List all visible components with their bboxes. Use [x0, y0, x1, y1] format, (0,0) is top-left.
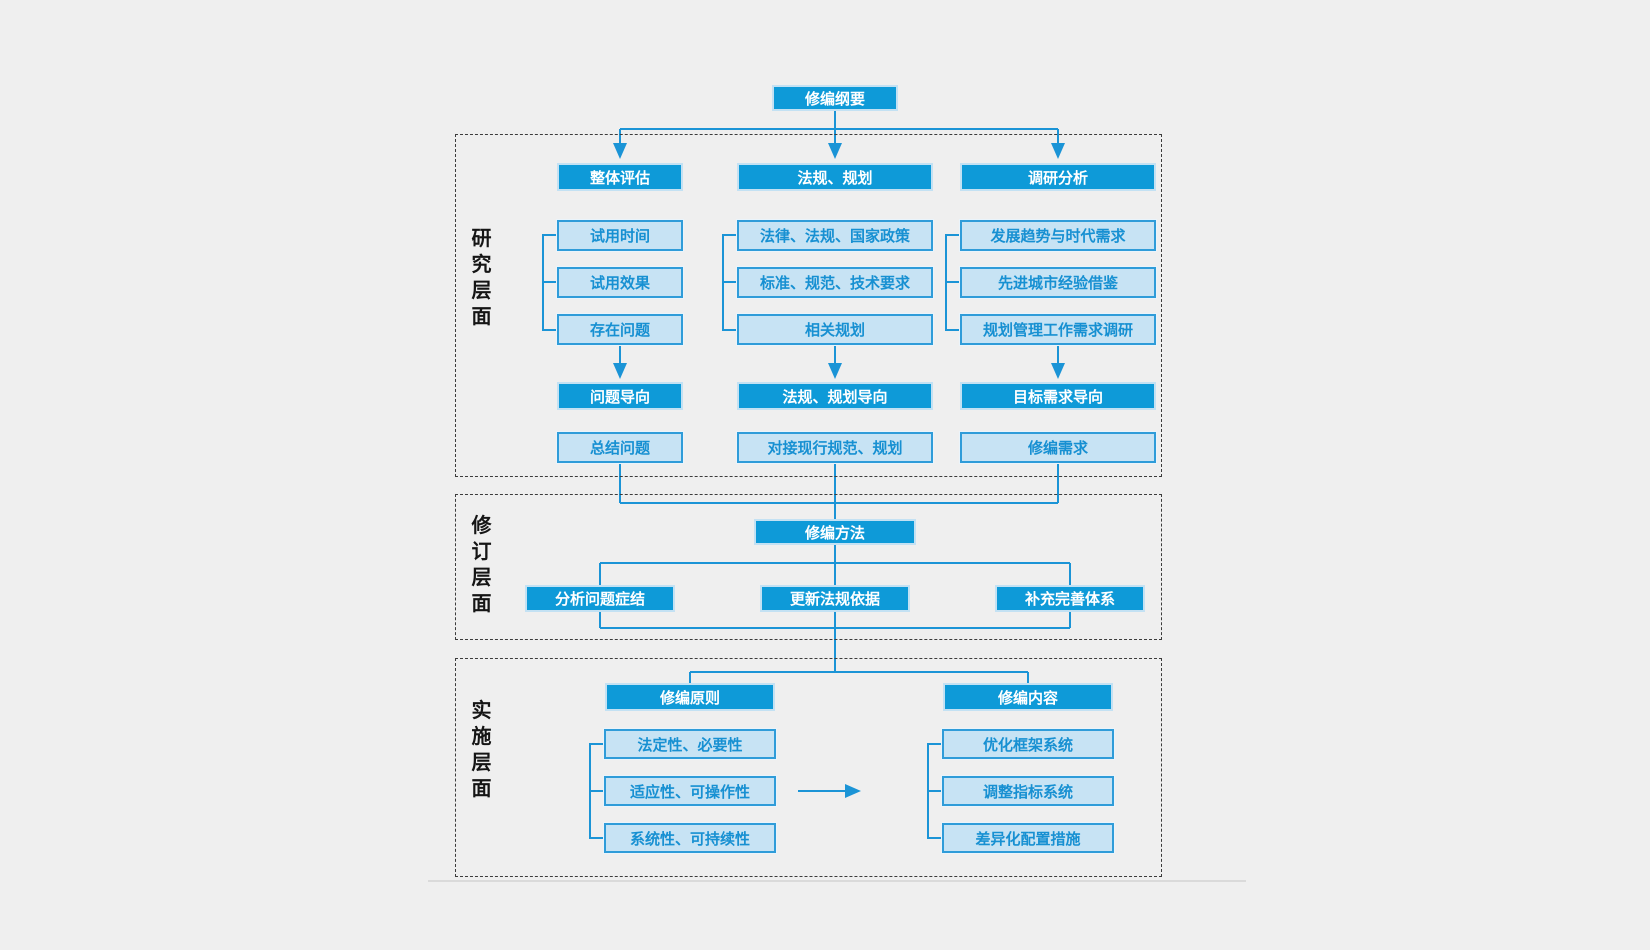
node-revision-outline: 修编纲要 [772, 85, 898, 111]
section-revision-frame [455, 494, 1162, 640]
node-summarize-problems: 总结问题 [557, 432, 683, 463]
node-analyze-problem-crux: 分析问题症结 [525, 585, 675, 612]
item-optimize-framework: 优化框架系统 [942, 729, 1114, 759]
node-problem-oriented: 问题导向 [557, 382, 683, 410]
item-adjust-indicators: 调整指标系统 [942, 776, 1114, 806]
item-standards-requirements: 标准、规范、技术要求 [737, 267, 933, 298]
item-differentiated-measures: 差异化配置措施 [942, 823, 1114, 853]
node-revision-principles: 修编原则 [605, 683, 775, 711]
node-align-current-standards: 对接现行规范、规划 [737, 432, 933, 463]
section-label-revision: 修订层面 [471, 515, 493, 615]
node-laws-plans-oriented: 法规、规划导向 [737, 382, 933, 410]
node-laws-plans: 法规、规划 [737, 163, 933, 191]
item-existing-problems: 存在问题 [557, 314, 683, 345]
node-overall-assessment: 整体评估 [557, 163, 683, 191]
item-management-needs-survey: 规划管理工作需求调研 [960, 314, 1156, 345]
node-revision-needs: 修编需求 [960, 432, 1156, 463]
node-goal-demand-oriented: 目标需求导向 [960, 382, 1156, 410]
node-supplement-system: 补充完善体系 [995, 585, 1145, 612]
page-edge-divider [428, 880, 1246, 882]
item-trial-effect: 试用效果 [557, 267, 683, 298]
node-survey-analysis: 调研分析 [960, 163, 1156, 191]
item-trial-time: 试用时间 [557, 220, 683, 251]
section-label-implementation: 实施层面 [471, 700, 493, 800]
item-laws-policies: 法律、法规、国家政策 [737, 220, 933, 251]
item-related-plans: 相关规划 [737, 314, 933, 345]
item-systematic-sustainable: 系统性、可持续性 [604, 823, 776, 853]
node-update-legal-basis: 更新法规依据 [760, 585, 910, 612]
item-development-trends: 发展趋势与时代需求 [960, 220, 1156, 251]
item-city-experience: 先进城市经验借鉴 [960, 267, 1156, 298]
node-revision-method: 修编方法 [754, 519, 916, 545]
item-adaptability-operability: 适应性、可操作性 [604, 776, 776, 806]
section-research-frame [455, 134, 1162, 477]
section-label-research: 研究层面 [471, 228, 493, 328]
item-legality-necessity: 法定性、必要性 [604, 729, 776, 759]
section-implementation-frame [455, 658, 1162, 877]
node-revision-content: 修编内容 [943, 683, 1113, 711]
